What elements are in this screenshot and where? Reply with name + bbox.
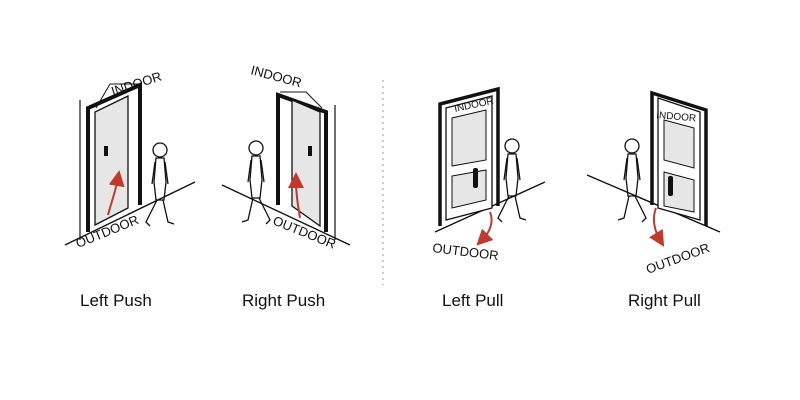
outdoor-label: OUTDOOR — [432, 240, 500, 263]
swing-arrow — [476, 211, 494, 246]
door-frame — [276, 92, 328, 232]
panel-left-pull: INDOOR OUTDOOR — [432, 86, 546, 263]
swing-arrow — [288, 172, 305, 219]
swing-arrow — [649, 207, 665, 247]
door-handle — [473, 168, 478, 188]
person-figure — [617, 138, 647, 223]
caption-right-pull: Right Pull — [628, 291, 701, 310]
floor-line — [221, 184, 351, 246]
caption-left-push: Left Push — [80, 291, 152, 310]
caption-right-push: Right Push — [242, 291, 326, 310]
door-handle — [104, 146, 108, 156]
door-handle — [308, 146, 312, 156]
caption-left-pull: Left Pull — [442, 291, 504, 310]
outdoor-label: OUTDOOR — [644, 240, 712, 277]
panel-right-push: INDOOR OUTDOOR — [221, 62, 351, 252]
floor-line — [64, 181, 196, 246]
indoor-label: INDOOR — [656, 110, 697, 124]
outdoor-label: OUTDOOR — [271, 213, 338, 252]
door-panel-upper — [663, 119, 695, 169]
indoor-label: INDOOR — [109, 69, 163, 99]
door-handle — [668, 176, 673, 196]
person-figure — [497, 138, 527, 223]
door-leaf — [291, 99, 321, 228]
door-frame — [86, 81, 142, 232]
panel-left-push: INDOOR OUTDOOR — [64, 69, 196, 251]
swing-arrow — [107, 170, 125, 216]
door-frame — [438, 86, 500, 226]
door-frame — [650, 90, 708, 226]
person-figure — [145, 142, 175, 227]
door-panel-upper — [451, 109, 487, 167]
door-leaf — [94, 94, 129, 227]
indoor-label: INDOOR — [249, 62, 303, 90]
panel-right-pull: INDOOR OUTDOOR — [586, 90, 721, 277]
person-figure — [241, 140, 271, 225]
